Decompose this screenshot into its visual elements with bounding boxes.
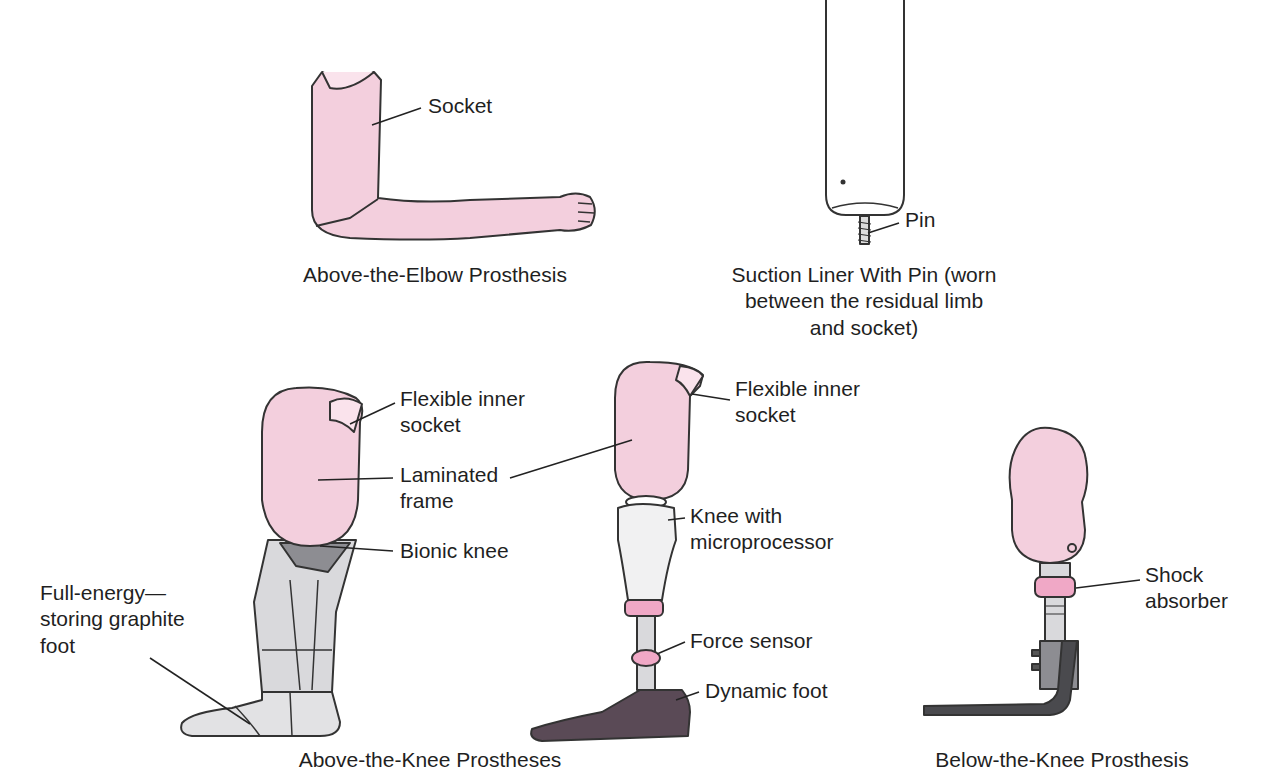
bionic-leg: [181, 387, 362, 736]
part-label: Bionic knee: [400, 538, 509, 564]
below-knee-leg: [924, 428, 1087, 715]
part-label: Force sensor: [690, 628, 813, 654]
part-label: Laminated frame: [400, 462, 505, 515]
figure-caption: Above-the-Knee Prostheses: [220, 747, 640, 773]
part-label: Flexible inner socket: [735, 376, 860, 429]
part-label: Pin: [905, 207, 935, 233]
leader-lines: [150, 108, 1140, 724]
part-label: Socket: [428, 93, 492, 119]
figure-caption: Above-the-Elbow Prosthesis: [265, 262, 605, 288]
part-label: Knee with microprocessor: [690, 503, 865, 556]
part-label: Full-energy— storing graphite foot: [40, 580, 205, 659]
arm-prosthesis: [312, 72, 595, 240]
figure-caption: Suction Liner With Pin (worn between the…: [728, 262, 1000, 341]
microprocessor-leg: [531, 362, 703, 741]
figure-caption: Below-the-Knee Prosthesis: [872, 747, 1252, 773]
part-label: Flexible inner socket: [400, 386, 525, 439]
suction-liner: [826, 0, 904, 244]
part-label: Dynamic foot: [705, 678, 828, 704]
part-label: Shock absorber: [1145, 562, 1257, 615]
